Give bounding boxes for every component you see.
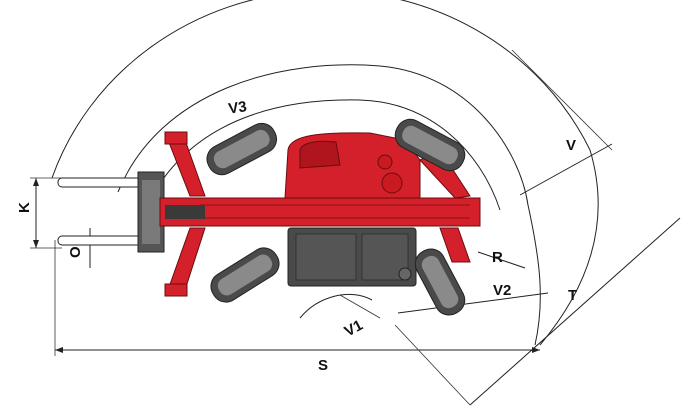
- main-boom: [159, 197, 481, 227]
- outrigger-arm-front-upper: [167, 139, 206, 197]
- hydraulic-hub: [377, 154, 393, 170]
- k-arrow-bottom: [33, 240, 39, 248]
- t-dimension-line: [469, 217, 681, 406]
- inner-turn-arc-V1: [299, 293, 373, 319]
- spider-crane-machine: [57, 118, 481, 316]
- r-dimension-line: [477, 251, 526, 269]
- s-arrow-left: [55, 347, 63, 353]
- label-o: O: [67, 246, 84, 258]
- label-v1: V1: [342, 317, 366, 341]
- v-dimension-line: [519, 143, 613, 196]
- v-extension: [511, 49, 613, 151]
- v2-dimension-line: [397, 292, 549, 314]
- foot-front-lower: [164, 283, 188, 297]
- slew-ring: [381, 172, 403, 194]
- label-r: R: [492, 249, 503, 266]
- inner-arc-V3: [149, 99, 501, 211]
- boom-head: [165, 205, 205, 219]
- cabin-window: [299, 140, 341, 169]
- label-s: S: [318, 357, 328, 374]
- track-rear-upper: [394, 118, 466, 172]
- dimension-labels: V3 V K O R V2 V1 T S: [16, 98, 577, 374]
- turning-arcs: [51, 0, 599, 346]
- outrigger-arm-front-lower: [167, 227, 206, 291]
- label-t: T: [568, 287, 577, 304]
- engine-panel-left: [295, 233, 357, 281]
- foot-front-upper: [164, 131, 188, 145]
- track-rear-lower: [414, 248, 466, 316]
- outrigger-arm-rear-lower: [439, 227, 471, 263]
- label-v2: V2: [493, 282, 511, 299]
- k-arrow-top: [33, 178, 39, 186]
- t-extension: [394, 324, 471, 406]
- fuel-cap: [398, 267, 412, 281]
- carriage-plate: [142, 180, 160, 244]
- label-v3: V3: [227, 98, 248, 117]
- track-front-lower: [210, 247, 280, 303]
- label-v: V: [566, 137, 576, 154]
- outer-arc-T: [51, 0, 599, 346]
- fork-upper: [57, 177, 144, 188]
- v1-leader-line: [339, 294, 381, 319]
- label-k: K: [16, 202, 33, 213]
- track-front-upper: [206, 122, 278, 176]
- fork-lower: [57, 235, 144, 246]
- dimension-lines: [30, 49, 681, 406]
- middle-arc-V2: [117, 64, 541, 346]
- s-arrow-right: [532, 347, 540, 353]
